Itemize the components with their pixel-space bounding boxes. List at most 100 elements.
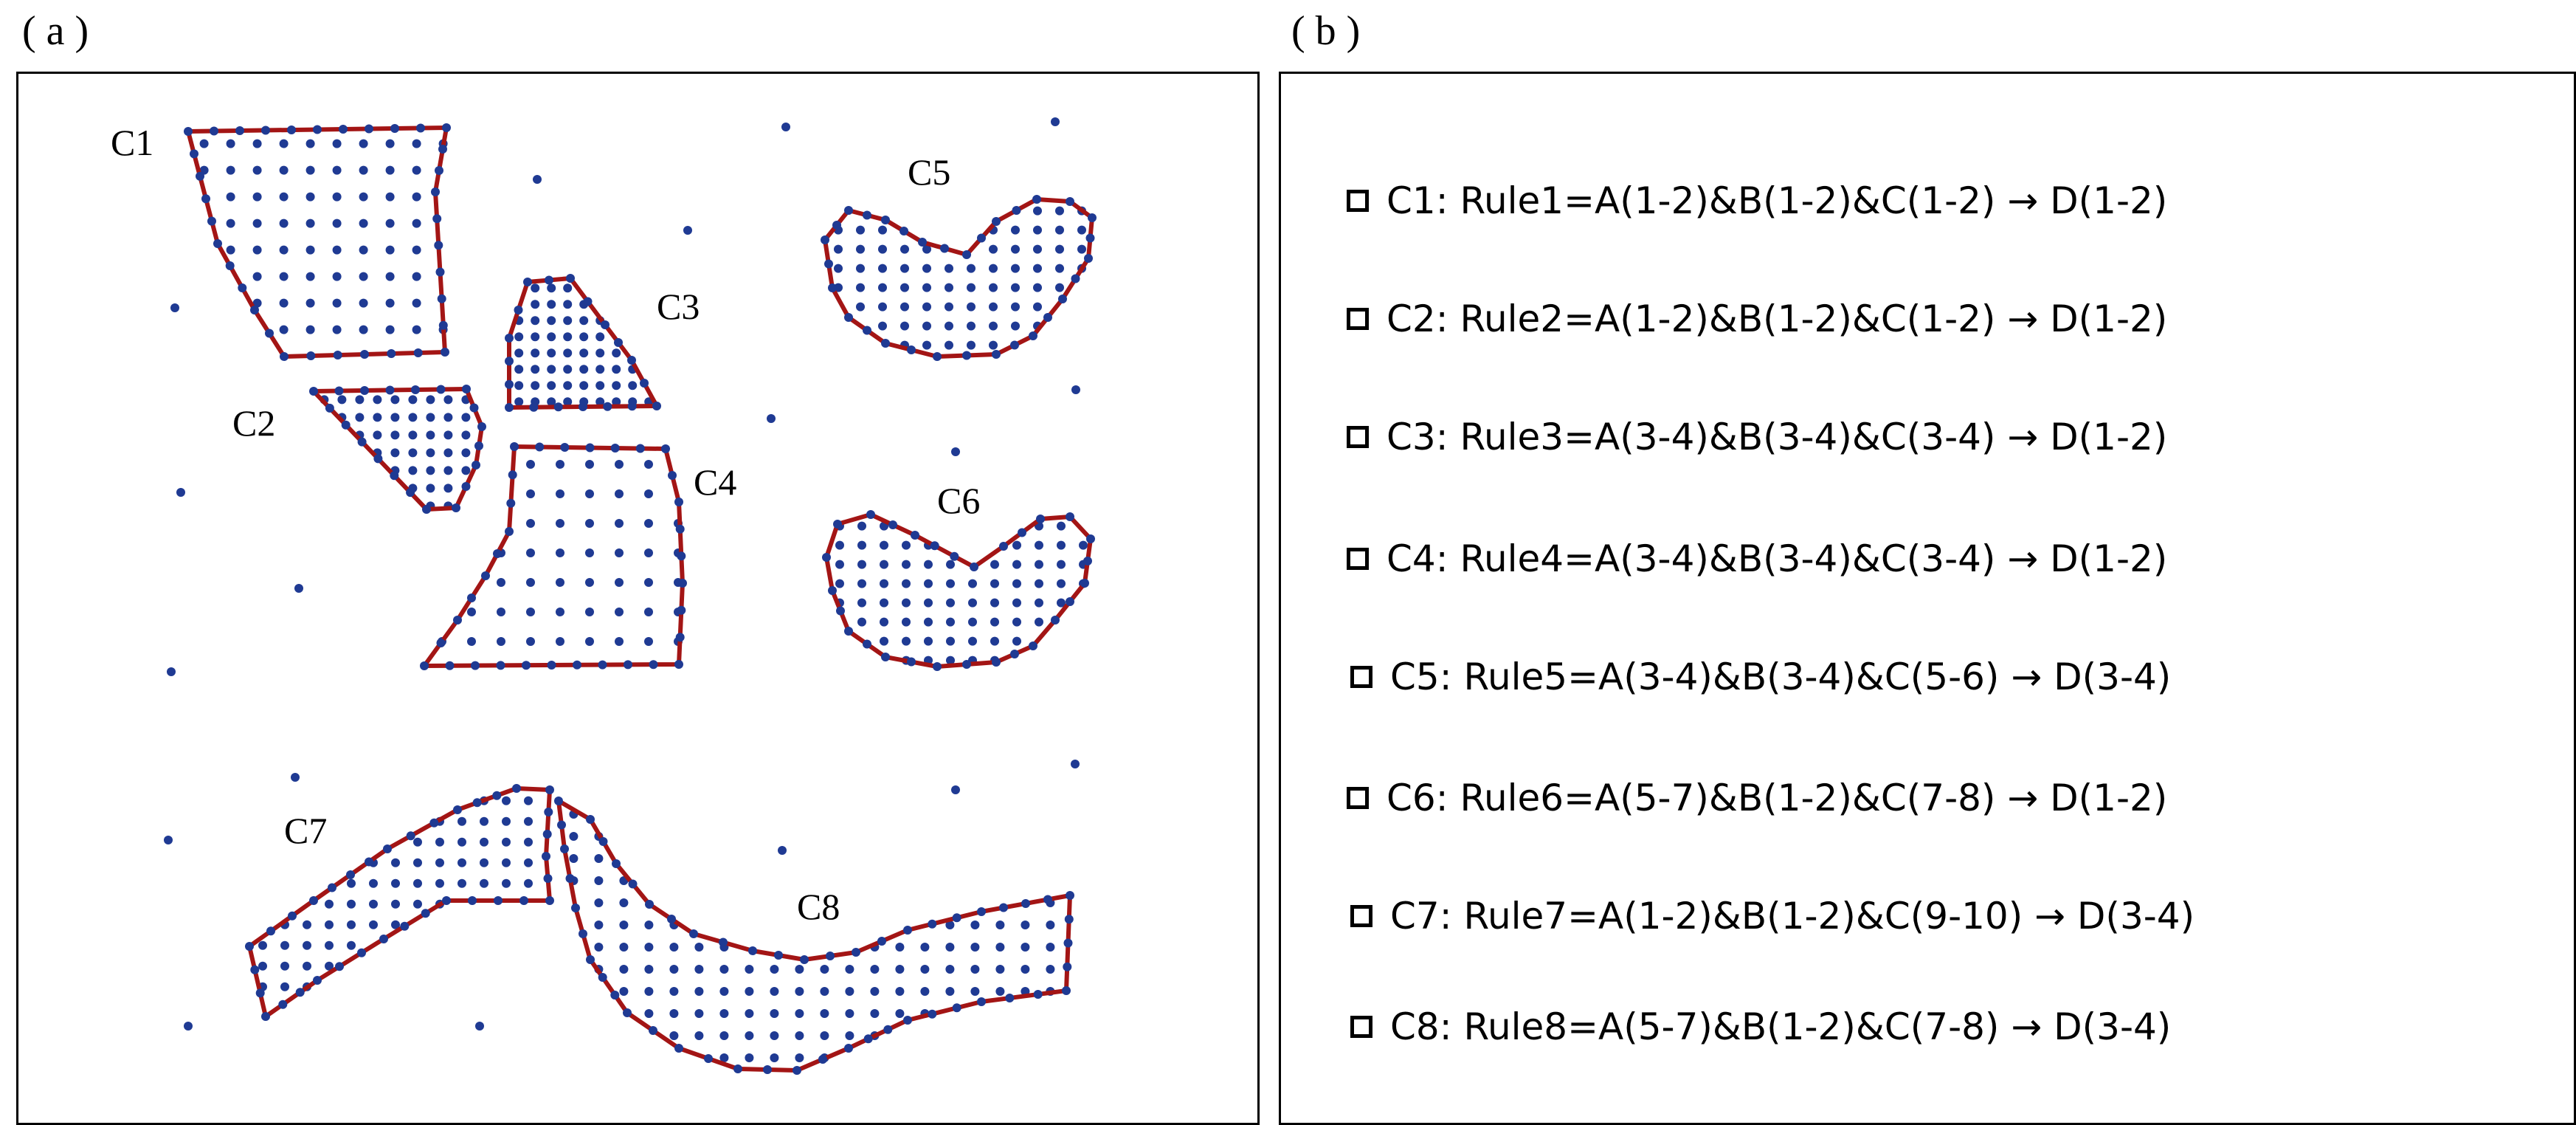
cluster-c7-boundary-point <box>544 808 553 816</box>
cluster-c4-point <box>644 489 653 498</box>
cluster-c4-point <box>556 548 564 557</box>
cluster-c6-boundary-point <box>1018 528 1026 537</box>
cluster-c1-point <box>305 325 315 334</box>
cluster-c7-boundary-point <box>295 988 305 997</box>
cluster-c2-boundary-point <box>406 488 415 498</box>
cluster-c8-boundary-point <box>1063 938 1073 948</box>
checkbox-icon[interactable] <box>1347 190 1369 212</box>
cluster-c7-boundary-point <box>512 784 521 793</box>
cluster-c8-point <box>719 1053 729 1062</box>
cluster-c5-boundary-point <box>844 206 853 215</box>
cluster-c5-boundary-point <box>881 339 890 348</box>
cluster-c1-boundary-point <box>441 348 449 357</box>
cluster-c1-point <box>252 245 262 255</box>
cluster-c7-boundary-point <box>492 791 502 800</box>
cluster-c8-point <box>644 943 654 952</box>
cluster-c4-point <box>497 637 505 646</box>
cluster-c1-point <box>279 298 289 308</box>
cluster-c8-point <box>820 1031 829 1040</box>
cluster-c1-point <box>332 325 342 334</box>
checkbox-icon[interactable] <box>1350 666 1372 688</box>
cluster-c6-point <box>924 636 933 646</box>
cluster-c7-point <box>369 899 378 909</box>
rule-item-c1: C1: Rule1=A(1-2)&B(1-2)&C(1-2) → D(1-2) <box>1347 179 2167 222</box>
rule-text: C5: Rule5=A(3-4)&B(3-4)&C(5-6) → D(3-4) <box>1390 656 2172 698</box>
cluster-c8-point <box>644 987 654 996</box>
cluster-c8-point <box>795 965 804 974</box>
cluster-c8-point <box>845 987 854 996</box>
cluster-c3-boundary-point <box>566 274 575 283</box>
cluster-c2-point <box>355 413 365 422</box>
cluster-c7-point <box>258 940 267 950</box>
cluster-c3-boundary-point <box>603 402 612 411</box>
cluster-c3-point <box>547 381 556 391</box>
noise-point <box>778 846 787 855</box>
cluster-c4-point <box>615 548 624 557</box>
cluster-c7-point <box>347 920 356 929</box>
cluster-c7-point <box>303 940 311 950</box>
cluster-c8-point <box>1021 943 1030 952</box>
cluster-c5-boundary-point <box>962 250 971 259</box>
cluster-c7-point <box>502 837 511 847</box>
cluster-c8-point <box>669 1031 679 1040</box>
cluster-c2-point <box>408 466 418 475</box>
cluster-c3-label: C3 <box>657 286 700 327</box>
cluster-c1-boundary-point <box>196 171 204 181</box>
cluster-c5-boundary-point <box>992 217 1001 226</box>
cluster-c4-point <box>526 578 535 587</box>
cluster-c6-point <box>990 598 999 608</box>
cluster-c8-boundary-point <box>571 904 580 912</box>
cluster-c6-point <box>902 540 911 550</box>
cluster-c2-point <box>408 430 418 440</box>
cluster-c8-point <box>569 832 579 841</box>
cluster-c7-boundary-point <box>383 844 392 853</box>
checkbox-icon[interactable] <box>1350 1016 1372 1038</box>
cluster-c4-point <box>556 460 564 469</box>
cluster-c7-point <box>280 982 289 991</box>
cluster-c6-point <box>968 636 977 646</box>
cluster-c8-boundary-point <box>852 948 860 957</box>
cluster-c7-boundary-point <box>288 911 297 921</box>
cluster-c2-point <box>443 430 453 440</box>
cluster-c8-point <box>719 1031 729 1040</box>
cluster-c6-boundary-point <box>1066 597 1074 606</box>
cluster-c6-point <box>880 598 888 608</box>
checkbox-icon[interactable] <box>1347 787 1369 809</box>
cluster-c7-point <box>347 878 356 888</box>
cluster-c3-point <box>547 316 556 326</box>
cluster-c1-point <box>252 272 262 281</box>
cluster-c1-point <box>305 139 315 148</box>
cluster-c6-point <box>1012 636 1021 646</box>
cluster-c7-point <box>435 837 444 847</box>
checkbox-icon[interactable] <box>1350 905 1372 927</box>
checkbox-icon[interactable] <box>1347 426 1369 448</box>
cluster-c3-boundary-point <box>545 275 553 285</box>
cluster-c8-point <box>845 965 854 974</box>
cluster-c1-outline <box>186 125 449 359</box>
cluster-c8-point <box>719 987 729 996</box>
cluster-c8-point <box>669 987 679 996</box>
cluster-c1-point <box>412 298 421 308</box>
checkbox-icon[interactable] <box>1347 548 1369 570</box>
cluster-c2-point <box>426 484 435 493</box>
cluster-c7-point <box>280 940 289 950</box>
cluster-c1-point <box>226 165 235 175</box>
outlines-layer <box>186 125 1094 1073</box>
cluster-c6-point <box>968 617 977 627</box>
cluster-c8-point <box>619 987 629 996</box>
cluster-c6-point <box>1012 560 1021 569</box>
cluster-c6-boundary-point <box>1010 650 1019 658</box>
checkbox-icon[interactable] <box>1347 308 1369 330</box>
cluster-c6-point <box>968 598 977 608</box>
cluster-c3-boundary-point <box>529 402 539 412</box>
cluster-c7-boundary-point <box>255 988 265 998</box>
cluster-c6-boundary-point <box>950 551 959 561</box>
cluster-c5-point <box>945 340 953 350</box>
cluster-c1-boundary-point <box>287 125 296 134</box>
cluster-c4-point <box>556 608 564 616</box>
cluster-c8-point <box>745 987 754 996</box>
cluster-c3-point <box>563 283 573 293</box>
cluster-c3-boundary-point <box>614 338 623 347</box>
cluster-c4-point <box>615 608 624 616</box>
cluster-c1-boundary-point <box>360 350 369 359</box>
